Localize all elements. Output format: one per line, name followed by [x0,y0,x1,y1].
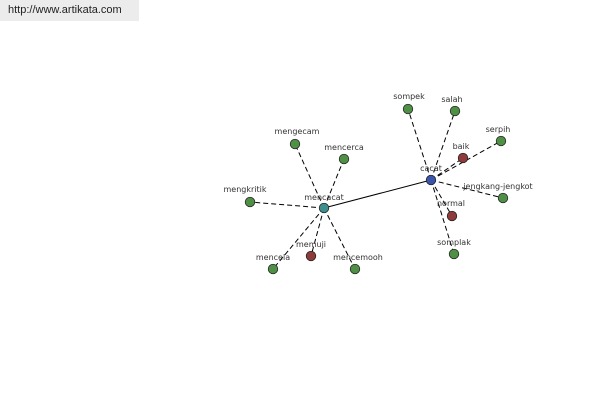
edge-mencacat-mengkritik [249,201,325,209]
node-mencemooh[interactable] [349,263,361,275]
node-salah[interactable] [449,105,461,117]
node-mengecam[interactable] [289,138,301,150]
node-mencela[interactable] [267,263,279,275]
node-label-mencemooh[interactable]: mencemooh [333,253,383,262]
edge-mencacat-mencemooh [323,207,356,270]
edge-mencacat-memuji [310,207,325,257]
graph-edges [249,108,504,270]
edge-cacat-somplak [430,179,455,255]
node-mencerca[interactable] [338,153,350,165]
node-label-somplak[interactable]: somplak [437,238,471,247]
node-label-mengecam[interactable]: mengecam [275,127,320,136]
edge-mencacat-cacat [323,179,432,209]
edge-cacat-baik [430,157,464,181]
node-label-mencerca[interactable]: mencerca [324,143,364,152]
edge-cacat-sompek [407,108,432,181]
node-mencacat[interactable] [318,202,330,214]
node-label-mencacat[interactable]: mencacat [304,193,344,202]
node-label-cacat[interactable]: cacat [420,164,442,173]
node-somplak[interactable] [448,248,460,260]
edge-cacat-salah [430,110,456,181]
edge-cacat-normal [430,179,453,217]
node-label-serpih[interactable]: serpih [486,125,511,134]
site-url-label[interactable]: http://www.artikata.com [0,0,139,21]
node-mengkritik[interactable] [244,196,256,208]
node-memuji[interactable] [305,250,317,262]
edge-mencacat-mencela [272,207,325,270]
graph-nodes [244,103,509,275]
node-label-sompek[interactable]: sompek [393,92,425,101]
node-label-mengkritik[interactable]: mengkritik [224,185,267,194]
graph-labels: mencacat cacat mengecam mencerca mengkritik m… [224,92,533,262]
edge-cacat-jengkang-jengkot [430,179,504,199]
node-label-memuji[interactable]: memuji [296,240,326,249]
node-cacat[interactable] [425,174,437,186]
node-jengkang-jengkot[interactable] [497,192,509,204]
node-sompek[interactable] [402,103,414,115]
edge-mencacat-mengecam [294,143,325,209]
node-label-normal[interactable]: normal [437,199,465,208]
node-label-salah[interactable]: salah [441,95,462,104]
node-normal[interactable] [446,210,458,222]
node-label-jengkang-jengkot[interactable]: jengkang-jengkot [462,182,532,191]
node-label-baik[interactable]: baik [453,142,470,151]
node-baik[interactable] [457,152,469,164]
edge-mencacat-mencerca [323,158,345,209]
node-label-mencela[interactable]: mencela [256,253,290,262]
node-serpih[interactable] [495,135,507,147]
